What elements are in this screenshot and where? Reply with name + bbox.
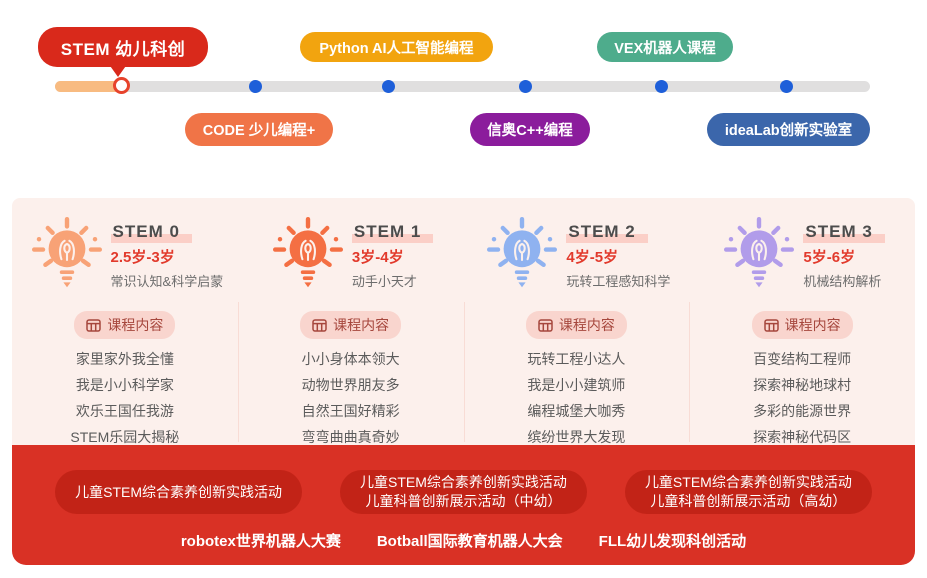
activities-panel: 儿童STEM综合素养创新实践活动 儿童STEM综合素养创新实践活动 儿童科普创新… bbox=[12, 445, 915, 565]
timeline-current-marker bbox=[113, 77, 130, 94]
grid-calendar-icon bbox=[763, 318, 779, 332]
badge-row: 课程内容 bbox=[12, 311, 238, 339]
pill-label: 信奥C++编程 bbox=[487, 123, 573, 139]
stage-title: STEM 2 bbox=[566, 222, 670, 243]
stage-age-range: 5岁-6岁 bbox=[803, 249, 856, 266]
course-item: 编程城堡大咖秀 bbox=[527, 403, 626, 419]
course-item: 玩转工程小达人 bbox=[527, 351, 626, 367]
activity-label: 儿童科普创新展示活动（中幼） bbox=[365, 493, 562, 509]
activity-label: 儿童科普创新展示活动（高幼） bbox=[650, 493, 847, 509]
stage-header: STEM 3 5岁-6岁 机械结构解析 bbox=[689, 214, 915, 298]
badge-label: 课程内容 bbox=[784, 317, 841, 333]
pill-label: ideaLab创新实验室 bbox=[724, 123, 853, 139]
course-list: 家里家外我全懂 我是小小科学家 欢乐王国任我游 STEM乐园大揭秘 bbox=[12, 350, 238, 447]
competition-label: Botball国际教育机器人大会 bbox=[376, 533, 563, 550]
stage-subtitle: 动手小天才 bbox=[351, 274, 417, 289]
timeline-pill-cpp-olympiad[interactable]: 信奥C++编程 bbox=[470, 113, 590, 146]
course-item: 我是小小建筑师 bbox=[527, 377, 626, 393]
bubble-label: STEM 幼儿科创 bbox=[60, 39, 186, 59]
stage-meta: STEM 2 4岁-5岁 玩转工程感知科学 bbox=[566, 222, 670, 290]
stage-stem-1: STEM 1 3岁-4岁 动手小天才 课程内容 小小身体本领大 动物世界朋友多 … bbox=[237, 198, 464, 454]
course-item: 小小身体本领大 bbox=[301, 351, 400, 367]
timeline-dot bbox=[780, 80, 793, 93]
stage-header: STEM 1 3岁-4岁 动手小天才 bbox=[238, 214, 464, 298]
course-list: 小小身体本领大 动物世界朋友多 自然王国好精彩 弯弯曲曲真奇妙 bbox=[238, 350, 464, 447]
grid-calendar-icon bbox=[538, 318, 553, 332]
course-item: 欢乐王国任我游 bbox=[75, 403, 174, 419]
pill-label: Python AI人工智能编程 bbox=[319, 40, 474, 57]
stage-meta: STEM 1 3岁-4岁 动手小天才 bbox=[351, 222, 434, 290]
stage-subtitle: 常识认知&科学启蒙 bbox=[110, 274, 224, 289]
pill-label: VEX机器人课程 bbox=[614, 40, 716, 57]
course-item: 弯弯曲曲真奇妙 bbox=[301, 429, 400, 445]
badge-row: 课程内容 bbox=[464, 311, 690, 339]
stage-title: STEM 0 bbox=[110, 222, 224, 243]
activity-pill-row: 儿童STEM综合素养创新实践活动 儿童STEM综合素养创新实践活动 儿童科普创新… bbox=[12, 445, 915, 514]
course-content-badge: 课程内容 bbox=[751, 311, 853, 339]
activity-pill: 儿童STEM综合素养创新实践活动 儿童科普创新展示活动（中幼） bbox=[340, 470, 587, 514]
timeline-pill-idealab[interactable]: ideaLab创新实验室 bbox=[707, 113, 870, 146]
stage-title: STEM 1 bbox=[351, 222, 434, 243]
lightbulb-icon bbox=[487, 217, 558, 288]
competition-label: FLL幼儿发现科创活动 bbox=[598, 533, 747, 550]
stages-panel: STEM 0 2.5岁-3岁 常识认知&科学启蒙 课程内容 家里家外我全懂 我是… bbox=[12, 198, 915, 445]
competition-label: robotex世界机器人大赛 bbox=[180, 533, 341, 550]
badge-label: 课程内容 bbox=[558, 317, 615, 333]
badge-row: 课程内容 bbox=[689, 311, 915, 339]
timeline-pill-python-ai[interactable]: Python AI人工智能编程 bbox=[300, 32, 493, 62]
grid-calendar-icon bbox=[312, 318, 327, 332]
timeline-pill-code-kids[interactable]: CODE 少儿编程+ bbox=[185, 113, 333, 146]
competition-row: robotex世界机器人大赛 Botball国际教育机器人大会 FLL幼儿发现科… bbox=[12, 530, 915, 551]
stage-age-range: 2.5岁-3岁 bbox=[110, 249, 175, 266]
stage-title: STEM 3 bbox=[803, 222, 885, 243]
timeline-dot bbox=[519, 80, 532, 93]
course-item: 家里家外我全懂 bbox=[75, 351, 174, 367]
grid-calendar-icon bbox=[86, 318, 102, 332]
timeline-dot bbox=[655, 80, 668, 93]
stage-subtitle: 玩转工程感知科学 bbox=[566, 274, 671, 289]
timeline-dot bbox=[382, 80, 395, 93]
stage-stem-0: STEM 0 2.5岁-3岁 常识认知&科学启蒙 课程内容 家里家外我全懂 我是… bbox=[12, 198, 238, 454]
stage-stem-3: STEM 3 5岁-6岁 机械结构解析 课程内容 百变结构工程师 探索神秘地球村… bbox=[689, 198, 915, 454]
timeline-progress bbox=[55, 81, 128, 92]
badge-label: 课程内容 bbox=[107, 317, 164, 333]
course-content-badge: 课程内容 bbox=[300, 311, 402, 339]
badge-label: 课程内容 bbox=[333, 317, 390, 333]
activity-label: 儿童STEM综合素养创新实践活动 bbox=[75, 483, 283, 500]
activity-pill: 儿童STEM综合素养创新实践活动 bbox=[55, 470, 303, 514]
course-item: 探索神秘代码区 bbox=[753, 429, 852, 445]
course-item: 探索神秘地球村 bbox=[753, 377, 852, 393]
activity-label: 儿童STEM综合素养创新实践活动 bbox=[360, 474, 567, 490]
course-item: 多彩的能源世界 bbox=[753, 403, 852, 419]
timeline-track bbox=[55, 81, 870, 92]
course-item: 百变结构工程师 bbox=[753, 351, 852, 367]
stage-age-range: 3岁-4岁 bbox=[351, 249, 404, 266]
lightbulb-icon bbox=[31, 217, 102, 288]
course-content-badge: 课程内容 bbox=[525, 311, 627, 339]
stage-stem-2: STEM 2 4岁-5岁 玩转工程感知科学 课程内容 玩转工程小达人 我是小小建… bbox=[463, 198, 690, 454]
timeline-bubble-stem-preschool[interactable]: STEM 幼儿科创 bbox=[38, 27, 208, 77]
stage-header: STEM 0 2.5岁-3岁 常识认知&科学启蒙 bbox=[12, 214, 238, 298]
course-list: 百变结构工程师 探索神秘地球村 多彩的能源世界 探索神秘代码区 bbox=[689, 350, 915, 447]
activity-pill: 儿童STEM综合素养创新实践活动 儿童科普创新展示活动（高幼） bbox=[624, 470, 872, 514]
course-item: 自然王国好精彩 bbox=[301, 403, 400, 419]
stage-subtitle: 机械结构解析 bbox=[803, 274, 882, 289]
stage-meta: STEM 3 5岁-6岁 机械结构解析 bbox=[803, 222, 885, 290]
course-item: STEM乐园大揭秘 bbox=[70, 429, 180, 445]
pill-label: CODE 少儿编程+ bbox=[202, 123, 316, 139]
stage-age-range: 4岁-5岁 bbox=[566, 249, 619, 266]
lightbulb-icon bbox=[724, 217, 795, 288]
course-list: 玩转工程小达人 我是小小建筑师 编程城堡大咖秀 缤纷世界大发现 bbox=[464, 350, 690, 447]
timeline-pill-vex-robot[interactable]: VEX机器人课程 bbox=[597, 32, 733, 62]
stage-header: STEM 2 4岁-5岁 玩转工程感知科学 bbox=[464, 214, 690, 298]
timeline-dot bbox=[249, 80, 262, 93]
lightbulb-icon bbox=[272, 217, 343, 288]
activity-label: 儿童STEM综合素养创新实践活动 bbox=[644, 474, 852, 490]
course-item: 动物世界朋友多 bbox=[301, 377, 400, 393]
badge-row: 课程内容 bbox=[238, 311, 464, 339]
course-item: 我是小小科学家 bbox=[75, 377, 174, 393]
course-item: 缤纷世界大发现 bbox=[527, 429, 626, 445]
course-content-badge: 课程内容 bbox=[74, 311, 176, 339]
stage-meta: STEM 0 2.5岁-3岁 常识认知&科学启蒙 bbox=[110, 222, 224, 290]
